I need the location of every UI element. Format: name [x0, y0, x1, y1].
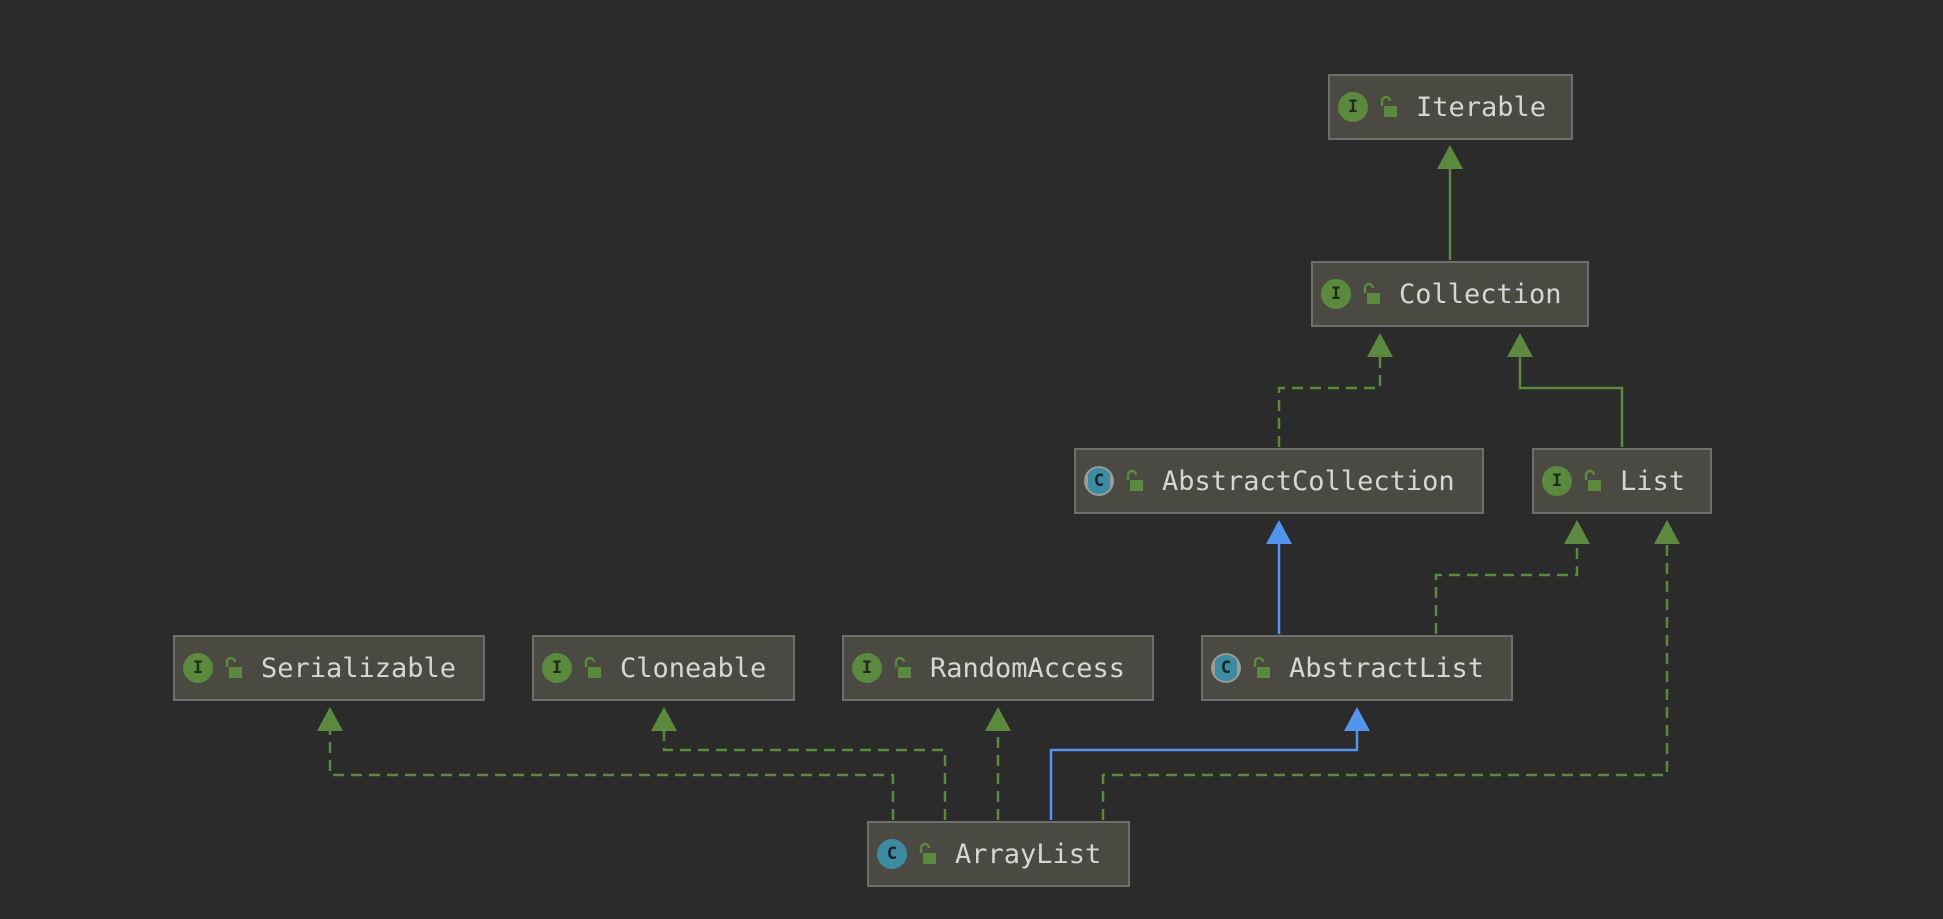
node-random-access[interactable]: I RandomAccess [842, 635, 1154, 701]
interface-icon: I [1321, 279, 1351, 309]
public-lock-icon [1376, 92, 1402, 122]
node-label: AbstractCollection [1162, 465, 1455, 497]
node-label: Serializable [261, 652, 457, 684]
interface-icon: I [542, 653, 572, 683]
node-label: Cloneable [620, 652, 767, 684]
arrowhead-list-to-collection [1507, 333, 1533, 357]
abstract-class-icon: C [1084, 466, 1114, 496]
node-label: ArrayList [955, 838, 1102, 870]
interface-icon: I [183, 653, 213, 683]
arrowhead-abstract-list-to-abstract-collection [1266, 520, 1292, 544]
edge-array-list-to-abstract-list [1049, 731, 1359, 820]
class-icon: C [877, 839, 907, 869]
node-collection[interactable]: I Collection [1311, 261, 1589, 327]
public-lock-icon [1249, 653, 1275, 683]
interface-icon: I [1542, 466, 1572, 496]
node-label: AbstractList [1289, 652, 1485, 684]
edge-list-to-collection [1518, 357, 1624, 447]
arrowhead-array-list-to-cloneable [651, 707, 677, 731]
node-label: Iterable [1416, 91, 1547, 123]
abstract-class-icon: C [1211, 653, 1241, 683]
node-serializable[interactable]: I Serializable [173, 635, 485, 701]
node-label: List [1620, 465, 1686, 497]
node-list[interactable]: I List [1532, 448, 1712, 514]
interface-icon: I [852, 653, 882, 683]
interface-icon: I [1338, 92, 1368, 122]
public-lock-icon [915, 839, 941, 869]
edge-array-list-to-list [1101, 544, 1669, 820]
node-label: RandomAccess [930, 652, 1126, 684]
arrowhead-array-list-to-list [1654, 520, 1680, 544]
node-iterable[interactable]: I Iterable [1328, 74, 1573, 140]
public-lock-icon [1122, 466, 1148, 496]
arrowhead-array-list-to-abstract-list [1344, 707, 1370, 731]
node-abstract-collection[interactable]: C AbstractCollection [1074, 448, 1484, 514]
node-array-list[interactable]: C ArrayList [867, 821, 1130, 887]
public-lock-icon [1359, 279, 1385, 309]
edge-abstract-list-to-list [1434, 544, 1579, 634]
edge-abstract-collection-to-collection [1277, 357, 1382, 447]
public-lock-icon [890, 653, 916, 683]
arrowhead-array-list-to-serializable [317, 707, 343, 731]
arrowhead-collection-to-iterable [1437, 145, 1463, 169]
public-lock-icon [580, 653, 606, 683]
public-lock-icon [1580, 466, 1606, 496]
edge-array-list-to-cloneable [662, 731, 947, 820]
edge-array-list-to-serializable [328, 731, 895, 820]
arrowhead-array-list-to-random-access [985, 707, 1011, 731]
node-label: Collection [1399, 278, 1562, 310]
arrowhead-abstract-list-to-list [1564, 520, 1590, 544]
node-abstract-list[interactable]: C AbstractList [1201, 635, 1513, 701]
public-lock-icon [221, 653, 247, 683]
arrowhead-abstract-collection-to-collection [1367, 333, 1393, 357]
node-cloneable[interactable]: I Cloneable [532, 635, 795, 701]
